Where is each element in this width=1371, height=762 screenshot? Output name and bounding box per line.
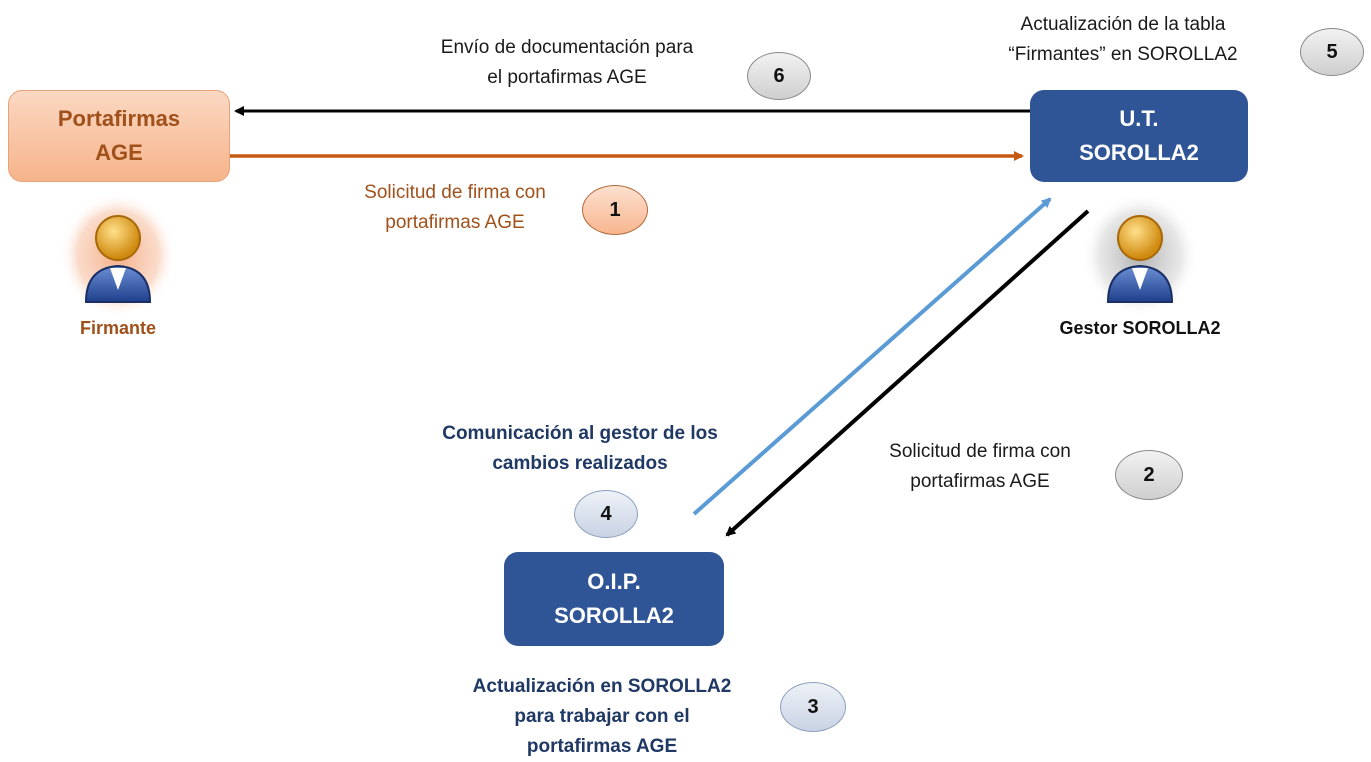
step-5-label: Actualización de la tabla “Firmantes” en… [1008,14,1238,65]
node-oip-label: O.I.P. SOROLLA2 [554,569,674,628]
firmante-person-icon [60,193,176,317]
step-5-badge: 5 [1300,28,1364,76]
gestor-label: Gestor SOROLLA2 [1059,318,1221,338]
step-4-label: Comunicación al gestor de los cambios re… [442,423,718,474]
node-ut-sorolla2: U.T. SOROLLA2 [1030,90,1248,182]
step-2-label: Solicitud de firma con portafirmas AGE [889,441,1071,492]
firmante-label: Firmante [79,318,157,338]
node-portafirmas-age: Portafirmas AGE [8,90,230,182]
step-3-label: Actualización en SOROLLA2 para trabajar … [472,676,732,757]
arrow-step-4 [692,197,1052,516]
step-6-label: Envío de documentación para el portafirm… [440,37,694,88]
step-4-badge: 4 [574,490,638,538]
arrow-step-2 [725,209,1090,537]
gestor-person-icon [1082,193,1198,317]
step-1-badge: 1 [582,185,648,235]
node-oip-sorolla2: O.I.P. SOROLLA2 [504,552,724,646]
node-ut-label: U.T. SOROLLA2 [1079,106,1199,165]
node-portafirmas-label: Portafirmas AGE [57,106,181,165]
step-6-badge: 6 [747,52,811,100]
step-1-label: Solicitud de firma con portafirmas AGE [364,182,546,233]
step-3-badge: 3 [780,682,846,732]
step-2-badge: 2 [1115,450,1183,500]
